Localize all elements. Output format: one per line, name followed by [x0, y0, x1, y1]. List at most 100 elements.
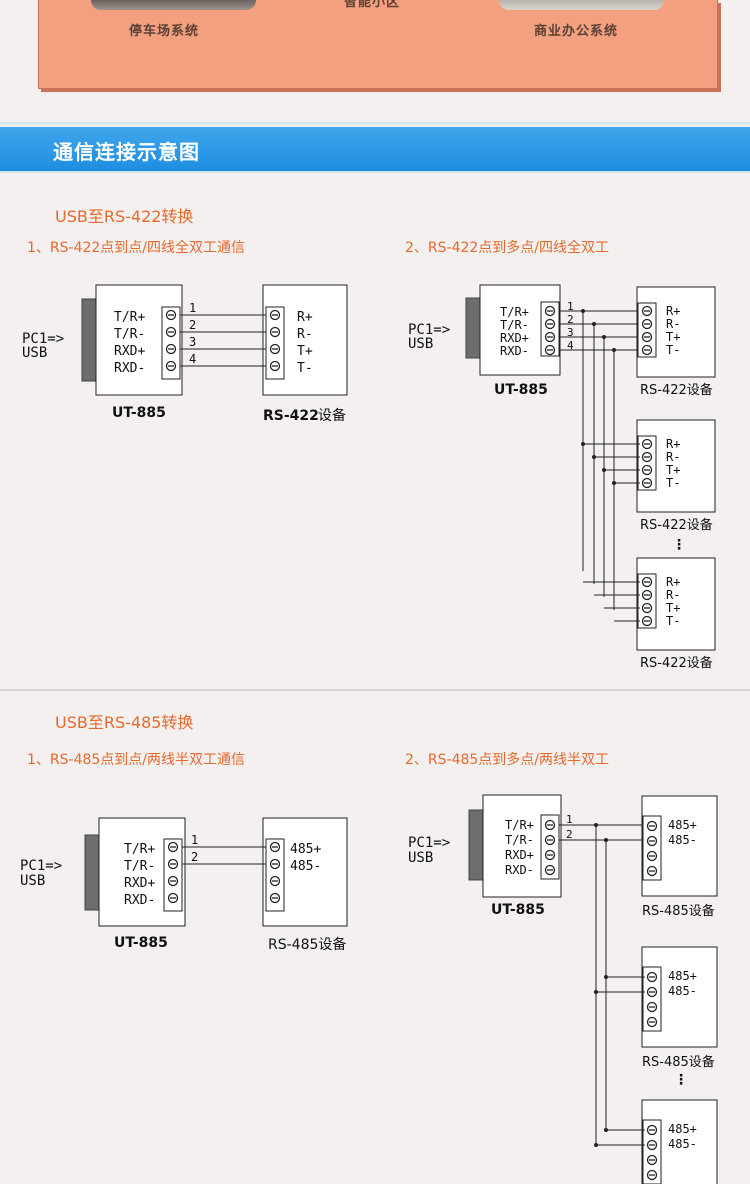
device-name: RS-422设备	[640, 517, 713, 533]
device-pin-label: T-	[297, 361, 313, 376]
top-banner: 停车场系统 智能小区 商业办公系统	[38, 0, 718, 89]
converter-pin-label: T/R+	[500, 305, 529, 319]
device-pin-label: T-	[666, 614, 680, 628]
junction-dot	[594, 823, 598, 827]
terminal-strip	[265, 306, 285, 380]
device-pin-label: R+	[666, 575, 680, 589]
terminal-strip	[637, 435, 657, 491]
junction-dot	[592, 322, 596, 326]
converter-pin-label: RXD+	[505, 848, 534, 862]
office-thumbnail	[499, 0, 664, 10]
usb-label: USB	[20, 873, 45, 889]
rs485-heading: USB至RS-485转换	[55, 713, 194, 732]
wire-number: 2	[189, 318, 196, 332]
junction-dot	[602, 335, 606, 339]
pc-label: PC1=>	[408, 322, 450, 338]
converter-name: UT-885	[491, 902, 545, 918]
usb-label: USB	[408, 336, 433, 352]
junction-dot	[581, 442, 585, 446]
converter-pin-label: RXD-	[124, 893, 155, 908]
header-top-line	[0, 122, 750, 124]
wire-number: 1	[191, 833, 198, 847]
wire-number: 1	[189, 301, 196, 315]
device-pin-label: R-	[666, 588, 680, 602]
device-name: RS-422设备	[640, 382, 713, 398]
office-label: 商业办公系统	[534, 24, 619, 39]
device-pin-label: 485+	[668, 969, 697, 983]
device-name: RS-485设备	[642, 1054, 715, 1070]
pc-label: PC1=>	[20, 858, 62, 874]
device-name: RS-422设备	[640, 655, 713, 671]
wire-number: 2	[191, 850, 198, 864]
device-pin-label: T+	[666, 463, 680, 477]
device-pin-label: R-	[666, 317, 680, 331]
more-devices-ellipsis: ⋮	[674, 1072, 688, 1088]
junction-dot	[581, 309, 585, 313]
terminal-strip	[637, 573, 657, 629]
parking-thumbnail	[91, 0, 256, 10]
rs422-caption-multi: 2、RS-422点到多点/四线全双工	[405, 240, 610, 256]
terminal-strip	[265, 838, 285, 912]
wire-number: 4	[189, 352, 196, 366]
usb-label: USB	[22, 345, 47, 361]
device-pin-label: 485+	[668, 818, 697, 832]
junction-dot	[612, 348, 616, 352]
usb-plug	[468, 809, 484, 881]
junction-dot	[592, 455, 596, 459]
converter-pin-label: RXD+	[114, 344, 145, 359]
section-header: 通信连接示意图	[0, 127, 750, 173]
converter-pin-label: T/R+	[124, 842, 155, 857]
converter-pin-label: T/R-	[124, 859, 155, 874]
terminal-strip	[540, 814, 560, 880]
device-name: RS-485设备	[268, 936, 346, 953]
device-pin-label: 485+	[668, 1122, 697, 1136]
pc-label: PC1=>	[22, 331, 64, 347]
converter-pin-label: T/R-	[500, 318, 529, 332]
converter-pin-label: RXD+	[124, 876, 155, 891]
junction-dot	[604, 975, 608, 979]
junction-dot	[604, 838, 608, 842]
converter-pin-label: T/R+	[505, 818, 534, 832]
usb-plug	[81, 298, 97, 382]
converter-pin-label: RXD-	[505, 863, 534, 877]
junction-dot	[602, 468, 606, 472]
terminal-strip	[163, 838, 183, 912]
junction-dot	[604, 1128, 608, 1132]
rs422-heading: USB至RS-422转换	[55, 207, 194, 226]
terminal-strip	[161, 306, 181, 380]
device-pin-label: T-	[666, 343, 680, 357]
device-pin-label: 485+	[290, 842, 321, 857]
device-pin-label: 485-	[668, 984, 697, 998]
junction-dot	[612, 481, 616, 485]
rs485-caption-p2p: 1、RS-485点到点/两线半双工通信	[27, 752, 246, 768]
section-divider	[0, 689, 750, 691]
device-pin-label: 485-	[668, 833, 697, 847]
terminal-strip	[642, 1119, 662, 1184]
wire-number: 1	[566, 813, 573, 826]
wire-number: 2	[566, 828, 573, 841]
device-pin-label: 485-	[668, 1137, 697, 1151]
converter-name: UT-885	[494, 382, 548, 398]
rs422-caption-p2p: 1、RS-422点到点/四线全双工通信	[27, 240, 246, 256]
junction-dot	[594, 1143, 598, 1147]
rs485-caption-multi: 2、RS-485点到多点/两线半双工	[405, 752, 610, 768]
junction-dot	[594, 990, 598, 994]
device-pin-label: T+	[666, 330, 680, 344]
converter-pin-label: RXD-	[500, 344, 529, 358]
wire-number: 2	[567, 313, 574, 326]
wire-number: 1	[567, 300, 574, 313]
section-title: 通信连接示意图	[53, 140, 200, 164]
terminal-strip	[642, 815, 662, 881]
device-pin-label: R+	[297, 310, 313, 325]
terminal-strip	[642, 966, 662, 1032]
converter-pin-label: T/R-	[114, 327, 145, 342]
terminal-strip	[637, 302, 657, 358]
wire-number: 4	[567, 339, 574, 352]
community-label: 智能小区	[344, 0, 401, 10]
wire-number: 3	[567, 326, 574, 339]
pc-label: PC1=>	[408, 835, 450, 851]
device-name-prefix: RS-422	[263, 408, 319, 424]
converter-pin-label: T/R-	[505, 833, 534, 847]
device-pin-label: T+	[666, 601, 680, 615]
